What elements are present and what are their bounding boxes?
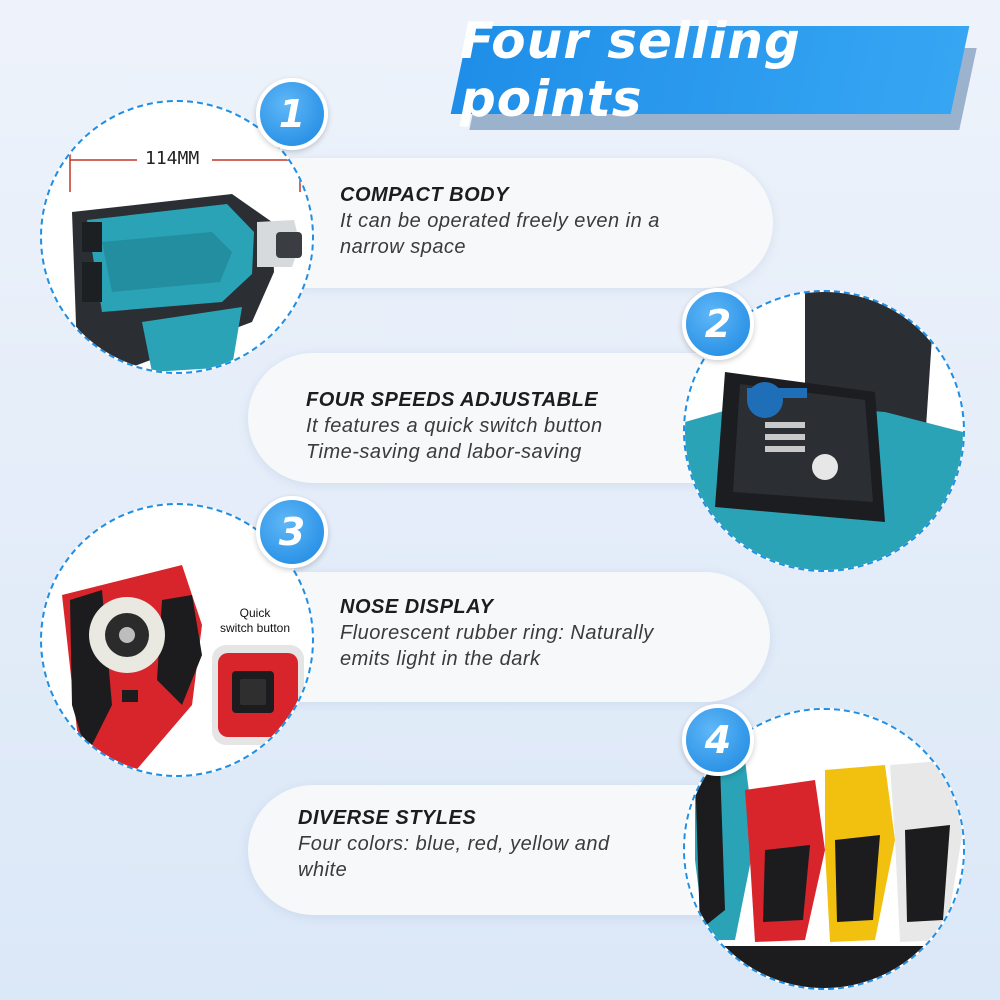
- speed-panel-illustration: [685, 292, 963, 570]
- length-measurement: 114MM: [145, 148, 200, 169]
- point-2-line-2: Time-saving and labor-saving: [306, 441, 582, 463]
- speed-panel-image: [683, 290, 965, 572]
- point-2-line-1: It features a quick switch button: [306, 415, 603, 437]
- point-3-title: NOSE DISPLAY: [340, 596, 494, 618]
- point-1-badge: 1: [256, 78, 328, 150]
- diverse-styles-image: [683, 708, 965, 990]
- quick-switch-label-line-2: switch button: [219, 621, 291, 635]
- point-1-line-2: narrow space: [340, 236, 467, 258]
- point-4-badge: 4: [682, 704, 754, 776]
- quick-switch-label-line-1: Quick: [239, 606, 271, 620]
- point-3-line-2: emits light in the dark: [340, 648, 541, 670]
- four-color-drivers-illustration: [685, 710, 963, 988]
- nose-display-illustration: [62, 565, 304, 775]
- point-4-line-1: Four colors: blue, red, yellow and: [298, 833, 610, 855]
- point-3-line-1: Fluorescent rubber ring: Naturally: [340, 622, 654, 644]
- quick-switch-label: Quick switch button: [200, 606, 310, 636]
- point-2-title: FOUR SPEEDS ADJUSTABLE: [306, 389, 599, 411]
- point-4-title: DIVERSE STYLES: [298, 807, 477, 829]
- point-1-line-1: It can be operated freely even in a: [340, 210, 660, 232]
- point-4-card: DIVERSE STYLES Four colors: blue, red, y…: [248, 785, 768, 915]
- page-title: Four selling points: [460, 12, 801, 128]
- point-1-card: COMPACT BODY It can be operated freely e…: [235, 158, 773, 288]
- point-1-title: COMPACT BODY: [340, 184, 509, 206]
- point-3-badge: 3: [256, 496, 328, 568]
- point-2-card: FOUR SPEEDS ADJUSTABLE It features a qui…: [248, 353, 768, 483]
- impact-driver-side-illustration: [69, 142, 302, 372]
- point-2-badge: 2: [682, 288, 754, 360]
- point-3-card: NOSE DISPLAY Fluorescent rubber ring: Na…: [235, 572, 770, 702]
- compact-body-image: [40, 100, 314, 374]
- point-4-line-2: white: [298, 859, 348, 881]
